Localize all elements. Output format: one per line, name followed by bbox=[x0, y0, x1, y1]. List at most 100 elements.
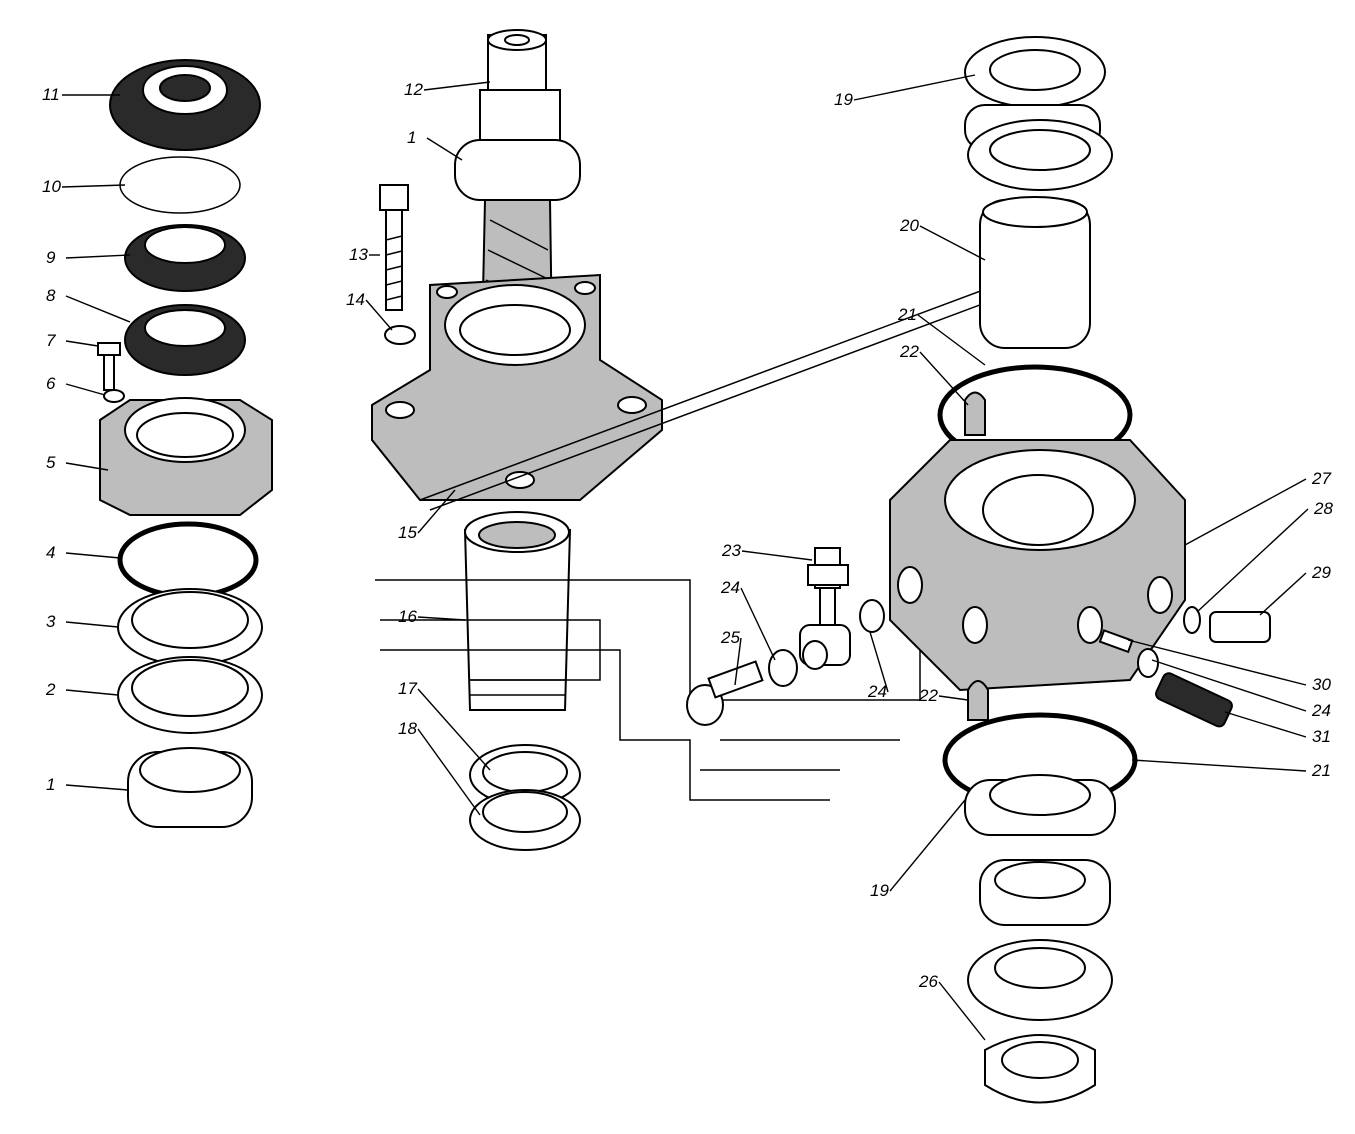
part-fitting-23 bbox=[807, 547, 849, 629]
part-ring-17 bbox=[469, 744, 581, 806]
part-thrust-washer-19-bottom bbox=[964, 774, 1116, 1021]
leader-line bbox=[417, 616, 466, 621]
leader-line bbox=[417, 728, 481, 816]
callout-labels: 1110987654321121131415161718192021222324… bbox=[42, 74, 1333, 1041]
leader-line bbox=[938, 981, 986, 1041]
part-union-29 bbox=[1209, 611, 1271, 643]
leader-line bbox=[65, 784, 129, 791]
part-number-label: 25 bbox=[720, 628, 740, 647]
leader-line bbox=[65, 689, 119, 696]
part-nut-26 bbox=[984, 1034, 1096, 1104]
part-bolt-25 bbox=[686, 660, 764, 726]
part-housing-15 bbox=[371, 273, 663, 501]
part-seal-9 bbox=[124, 224, 246, 292]
part-number-label: 15 bbox=[398, 523, 417, 542]
part-shaft-12 bbox=[479, 29, 561, 156]
part-washer-24-b bbox=[859, 599, 885, 633]
part-number-label: 31 bbox=[1312, 727, 1331, 746]
part-number-label: 4 bbox=[46, 543, 55, 562]
part-number-label: 14 bbox=[346, 290, 365, 309]
part-seal-8 bbox=[124, 304, 246, 376]
leader-line bbox=[65, 552, 121, 559]
part-number-label: 27 bbox=[1311, 469, 1331, 488]
part-shim-3 bbox=[117, 588, 263, 666]
part-cover-5 bbox=[99, 397, 273, 516]
part-number-label: 24 bbox=[720, 578, 740, 597]
part-number-label: 18 bbox=[398, 719, 417, 738]
part-banjo-fitting bbox=[799, 624, 851, 670]
part-number-label: 24 bbox=[867, 682, 887, 701]
leader-line bbox=[853, 74, 976, 101]
part-plug-31 bbox=[1155, 672, 1233, 728]
leader-line bbox=[1127, 639, 1307, 686]
part-number-label: 19 bbox=[834, 90, 853, 109]
leader-line bbox=[1259, 572, 1307, 616]
part-number-label: 8 bbox=[46, 286, 56, 305]
leader-line bbox=[938, 695, 969, 701]
leader-line bbox=[65, 383, 106, 396]
part-ring-18 bbox=[469, 789, 581, 851]
part-number-label: 6 bbox=[46, 374, 56, 393]
leader-line bbox=[61, 184, 126, 188]
part-number-label: 24 bbox=[1311, 701, 1331, 720]
leader-line bbox=[417, 688, 491, 771]
part-washer-24-c bbox=[1137, 648, 1159, 678]
part-number-label: 7 bbox=[46, 331, 56, 350]
part-number-label: 20 bbox=[899, 216, 919, 235]
part-number-label: 13 bbox=[349, 245, 368, 264]
leader-line bbox=[365, 299, 393, 331]
leader-line bbox=[423, 81, 491, 91]
part-number-label: 11 bbox=[42, 85, 60, 104]
part-pin-22-top bbox=[964, 391, 986, 436]
leader-line bbox=[740, 587, 776, 661]
part-number-label: 22 bbox=[899, 342, 919, 361]
part-bolt-7 bbox=[97, 342, 121, 391]
leader-line bbox=[919, 351, 969, 406]
leader-line bbox=[741, 550, 813, 561]
part-valve-body bbox=[889, 439, 1186, 692]
part-washer-14 bbox=[384, 325, 416, 345]
part-number-label: 2 bbox=[45, 680, 56, 699]
part-number-label: 29 bbox=[1311, 563, 1331, 582]
leader-line bbox=[734, 637, 742, 686]
leader-line bbox=[417, 489, 456, 534]
part-washer-6 bbox=[103, 389, 125, 403]
leader-line bbox=[65, 340, 99, 347]
part-shim-2 bbox=[117, 656, 263, 734]
part-number-label: 26 bbox=[918, 972, 938, 991]
leader-line bbox=[65, 462, 109, 471]
leader-line bbox=[869, 631, 889, 693]
leader-line bbox=[917, 314, 986, 366]
leader-line bbox=[1196, 508, 1309, 613]
leader-line bbox=[1131, 759, 1307, 772]
part-pin-22-bottom bbox=[967, 680, 989, 721]
part-oil-seal-11 bbox=[109, 59, 261, 151]
part-bearing-1-middle bbox=[454, 139, 581, 201]
part-number-label: 1 bbox=[407, 128, 416, 147]
part-number-label: 16 bbox=[398, 607, 417, 626]
part-ring-28 bbox=[1183, 606, 1201, 634]
leader-line bbox=[1224, 711, 1307, 738]
part-number-label: 22 bbox=[918, 686, 938, 705]
part-number-label: 12 bbox=[404, 80, 423, 99]
part-bolt-13 bbox=[379, 184, 409, 311]
part-number-label: 21 bbox=[1311, 761, 1331, 780]
part-number-label: 21 bbox=[897, 305, 917, 324]
part-o-ring-4 bbox=[117, 521, 259, 599]
part-retaining-ring-10 bbox=[119, 156, 241, 214]
part-number-label: 19 bbox=[870, 881, 889, 900]
leader-line bbox=[65, 621, 119, 628]
part-washer-24-a bbox=[768, 649, 798, 687]
leader-line bbox=[65, 295, 131, 323]
leader-line bbox=[1151, 659, 1307, 712]
leader-line bbox=[889, 799, 966, 892]
part-number-label: 5 bbox=[46, 453, 56, 472]
part-screw-30 bbox=[1098, 629, 1134, 654]
leader-line bbox=[1184, 478, 1307, 546]
leader-line bbox=[426, 137, 463, 161]
part-thrust-washer-19-top bbox=[964, 36, 1113, 191]
part-number-label: 10 bbox=[42, 177, 61, 196]
part-number-label: 23 bbox=[721, 541, 741, 560]
part-number-label: 30 bbox=[1312, 675, 1331, 694]
